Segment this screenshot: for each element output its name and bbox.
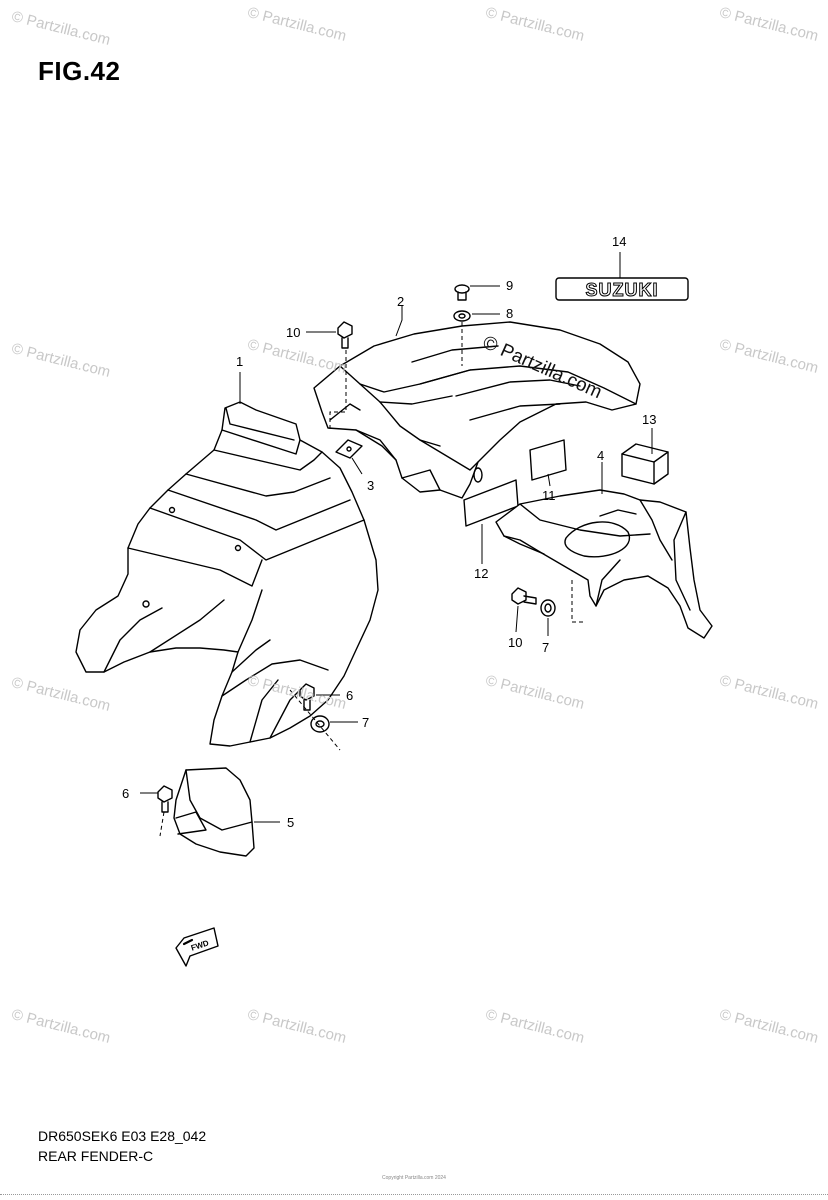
callout-2: 2 (397, 294, 404, 309)
fender-cover-part[interactable] (313, 321, 641, 499)
forward-arrow-icon (175, 927, 219, 967)
suzuki-emblem-part[interactable] (555, 277, 689, 301)
bolt-10-lower[interactable] (511, 587, 537, 605)
cushion-block-part[interactable] (621, 443, 669, 485)
callout-7b: 7 (542, 640, 549, 655)
leader-10b (515, 605, 519, 633)
rear-fender-part[interactable] (75, 401, 379, 747)
alignment-line (159, 811, 165, 837)
callout-8: 8 (506, 306, 513, 321)
callout-3: 3 (367, 478, 374, 493)
callout-6b: 6 (122, 786, 129, 801)
callout-1: 1 (236, 354, 243, 369)
leader-2 (395, 306, 403, 337)
callout-7a: 7 (362, 715, 369, 730)
callout-10b: 10 (508, 635, 522, 650)
bolt-6-lower[interactable] (157, 785, 173, 813)
screw-9[interactable] (454, 284, 470, 301)
leader-11 (547, 473, 551, 487)
figure-title: FIG.42 (38, 56, 121, 86)
callout-14: 14 (612, 234, 626, 249)
section-name: REAR FENDER-C (38, 1148, 154, 1164)
callout-9: 9 (506, 278, 513, 293)
callout-10a: 10 (286, 325, 300, 340)
callout-13: 13 (642, 412, 656, 427)
mud-flap-part[interactable] (173, 767, 255, 857)
callout-5: 5 (287, 815, 294, 830)
page-bottom-divider (0, 1194, 828, 1195)
license-plate-bracket-part[interactable] (495, 489, 713, 639)
nut-plate-part[interactable] (335, 439, 363, 459)
alignment-line (289, 689, 341, 751)
leader-3 (351, 457, 363, 475)
copyright-text: Copyright Partzilla.com 2024 (382, 1175, 446, 1181)
cushion-pad-11-part[interactable] (529, 439, 567, 481)
callout-4: 4 (597, 448, 604, 463)
cushion-7-middle[interactable] (310, 715, 330, 733)
callout-6a: 6 (346, 688, 353, 703)
bolt-10-upper[interactable] (337, 321, 353, 349)
bolt-6-middle[interactable] (299, 683, 315, 711)
model-code: DR650SEK6 E03 E28_042 (38, 1128, 207, 1144)
washer-8[interactable] (453, 310, 471, 322)
callout-11: 11 (542, 488, 556, 503)
alignment-line (571, 580, 584, 623)
cushion-7-lower[interactable] (540, 599, 556, 617)
callout-12: 12 (474, 566, 488, 581)
emblem-text: SUZUKI (586, 280, 659, 300)
alignment-line (329, 350, 347, 430)
